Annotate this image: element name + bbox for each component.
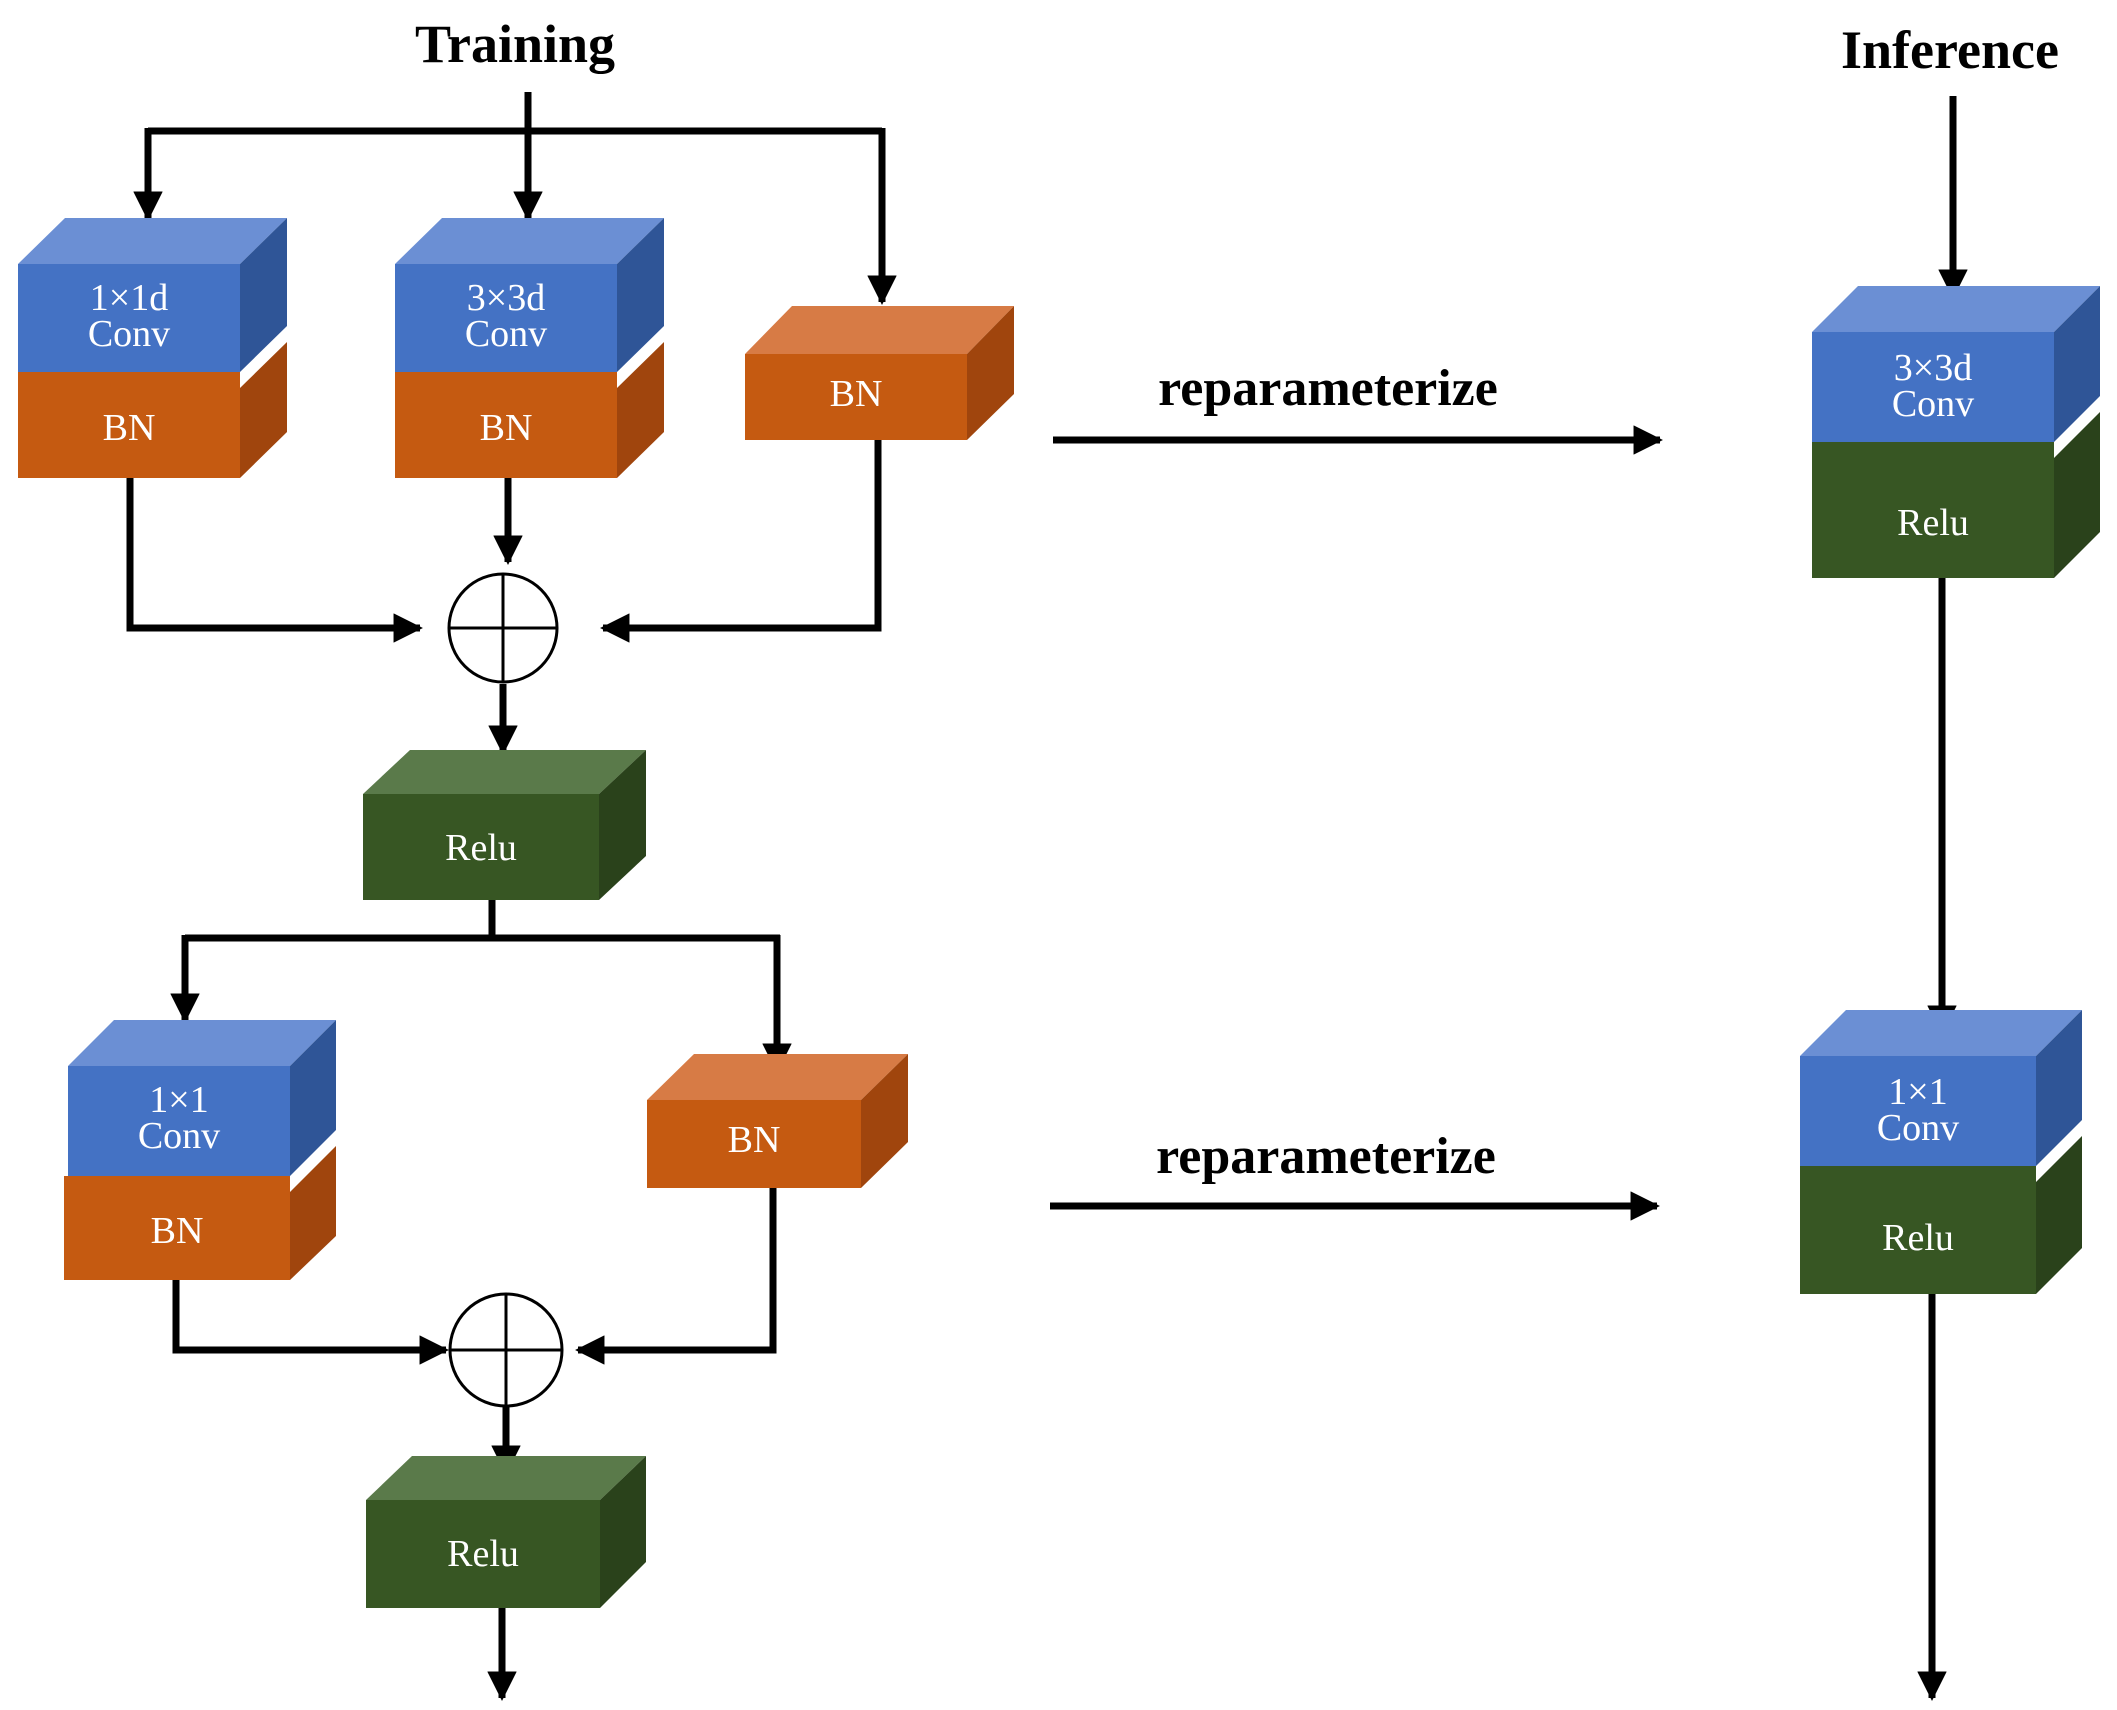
inference-relu-block-2: Relu — [1800, 1136, 2082, 1294]
conv-type-label: Conv — [138, 1115, 220, 1157]
training-add-node-1 — [447, 572, 559, 684]
conv-kernel-label: 1×1 — [149, 1079, 208, 1121]
training-conv-3x3d-block: 3×3d Conv — [395, 218, 664, 372]
conv-type-label: Conv — [88, 313, 170, 355]
conv-kernel-label: 1×1d — [90, 277, 168, 319]
reparameterize-label: reparameterize — [1158, 360, 1498, 417]
bn-label: BN — [480, 407, 533, 449]
conv-kernel-label: 3×3d — [467, 277, 545, 319]
training-title: Training — [415, 14, 615, 74]
inference-wires — [1917, 96, 1968, 1701]
reparameterize-arrow-2: reparameterize — [1050, 1128, 1660, 1221]
training-input-wires — [133, 92, 897, 305]
relu-label: Relu — [445, 827, 517, 869]
inference-conv-1x1-block: 1×1 Conv — [1800, 1010, 2082, 1166]
relu-label: Relu — [1897, 502, 1969, 544]
conv-kernel-label: 3×3d — [1894, 347, 1972, 389]
inference-title: Inference — [1841, 20, 2059, 80]
bn-label: BN — [151, 1210, 204, 1252]
training-relu-block-1: Relu — [363, 750, 646, 900]
training-relu-block-2: Relu — [366, 1456, 646, 1608]
training-bn-block-a: BN — [18, 342, 287, 478]
training-merge-wires-1 — [126, 440, 882, 755]
relu-label: Relu — [447, 1533, 519, 1575]
training-bn-block-d: BN — [64, 1146, 336, 1280]
training-add-node-2 — [448, 1292, 564, 1408]
conv-type-label: Conv — [1877, 1107, 1959, 1149]
bn-label: BN — [103, 407, 156, 449]
training-bn-block-b: BN — [395, 342, 664, 478]
inference-conv-3x3d-block: 3×3d Conv — [1812, 286, 2100, 442]
training-conv-1x1-block: 1×1 Conv — [68, 1020, 336, 1176]
reparameterize-label: reparameterize — [1156, 1128, 1496, 1185]
training-bn-block-c: BN — [745, 306, 1014, 440]
relu-label: Relu — [1882, 1217, 1954, 1259]
reparameterize-arrow-1: reparameterize — [1053, 360, 1663, 455]
training-merge-wires-2 — [172, 1188, 777, 1701]
inference-relu-block-1: Relu — [1812, 412, 2100, 578]
training-split-wires-2 — [170, 900, 792, 1073]
training-bn-block-e: BN — [647, 1054, 908, 1188]
bn-label: BN — [830, 373, 883, 415]
conv-type-label: Conv — [465, 313, 547, 355]
conv-kernel-label: 1×1 — [1888, 1071, 1947, 1113]
conv-type-label: Conv — [1892, 383, 1974, 425]
training-conv-1x1d-block: 1×1d Conv — [18, 218, 287, 372]
bn-label: BN — [728, 1119, 781, 1161]
